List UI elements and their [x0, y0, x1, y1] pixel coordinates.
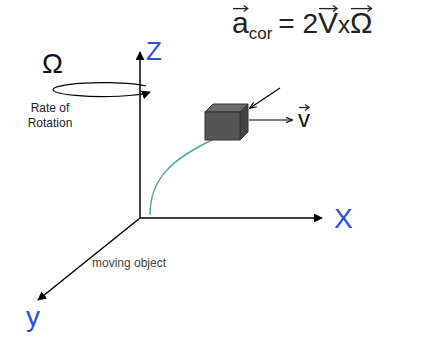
rotation-arrow: [53, 83, 150, 97]
axis-label: Z: [146, 38, 162, 64]
x-axis: [140, 217, 322, 219]
formula-operator: x: [338, 13, 350, 37]
formula-subscript: cor: [249, 25, 273, 42]
formula-symbol: V: [318, 8, 338, 38]
coriolis-arrow: [250, 88, 280, 108]
velocity-label: v: [298, 107, 310, 131]
axis-label: y: [26, 303, 40, 331]
omega-label: Ω: [42, 50, 63, 78]
velocity-arrow: [249, 119, 292, 120]
formula-text: = 2: [278, 10, 318, 38]
moving-object-cube: [205, 104, 248, 140]
trajectory: [150, 140, 212, 215]
formula: acor= 2VxΩ: [232, 8, 372, 38]
formula-symbol: Ω: [350, 8, 372, 38]
z-axis: [139, 52, 141, 218]
rotation-caption: Rate of Rotation: [18, 101, 82, 131]
axis-label: X: [334, 205, 353, 233]
formula-symbol: a: [232, 8, 249, 38]
object-caption: moving object: [92, 257, 166, 269]
